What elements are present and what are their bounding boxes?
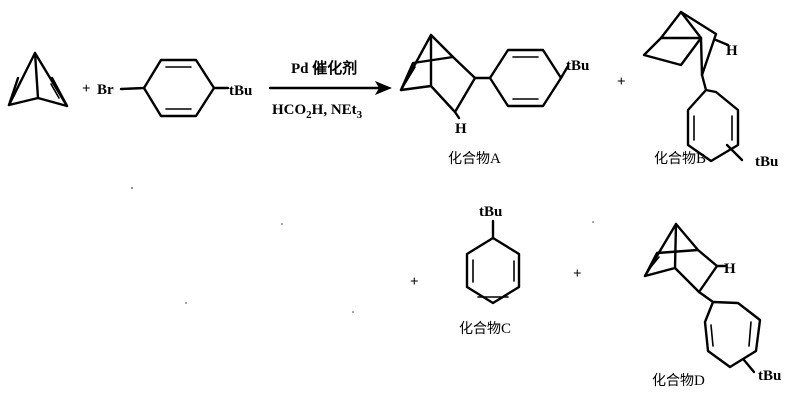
plus-sign-3: + <box>410 274 419 290</box>
h-label-d: H <box>724 261 736 277</box>
h-label-a: H <box>455 121 467 137</box>
tbu-label-c: tBu <box>479 204 502 220</box>
catalyst-label: Pd 催化剂 <box>291 59 357 77</box>
plus-sign-4: + <box>573 266 582 282</box>
h-label-b: H <box>726 43 738 59</box>
compound-b-caption: 化合物B <box>654 151 706 167</box>
compound-d-structure: H tBu <box>643 222 781 384</box>
bromobenzene-structure: Br tBu <box>97 58 252 118</box>
plus-sign-1: + <box>82 81 91 97</box>
reagents-label: HCO2H, NEt3 <box>272 102 363 121</box>
compound-a-structure: tBu H <box>399 33 589 137</box>
reaction-arrow <box>268 81 392 95</box>
norbornadiene-structure <box>7 51 69 108</box>
scan-specks <box>131 187 594 313</box>
tbu-label-d: tBu <box>758 368 781 384</box>
tbu-label-reactant: tBu <box>229 83 252 99</box>
compound-d-caption: 化合物D <box>652 373 705 389</box>
tbu-label-a: tBu <box>566 58 589 74</box>
br-label: Br <box>97 82 114 98</box>
tbu-label-b: tBu <box>755 154 778 170</box>
plus-sign-2: + <box>617 74 626 90</box>
compound-c-structure: tBu <box>465 204 521 305</box>
compound-c-caption: 化合物C <box>459 321 511 337</box>
compound-a-caption: 化合物A <box>448 151 501 167</box>
compound-b-structure: H tBu <box>642 10 778 170</box>
